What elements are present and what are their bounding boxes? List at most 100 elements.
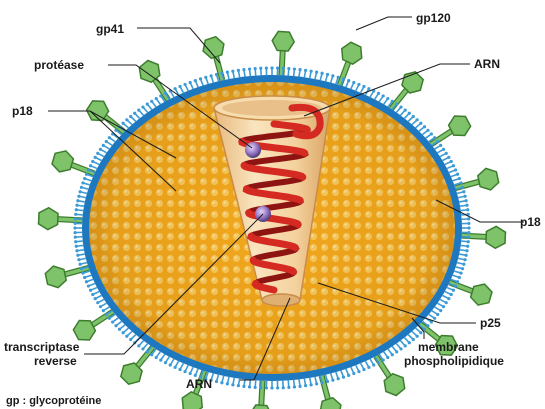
lipid-head (439, 309, 442, 312)
lipid-head (83, 177, 86, 180)
lipid-head (242, 385, 245, 388)
lipid-head (194, 79, 197, 82)
lipid-head (83, 276, 86, 279)
lipid-head (412, 338, 415, 341)
lipid-head (79, 263, 82, 266)
lipid-head (467, 231, 470, 234)
lipid-head (377, 92, 380, 95)
lipid-head (412, 115, 415, 118)
lipid-head (137, 344, 140, 347)
lipid-head (310, 70, 313, 73)
lipid-head (433, 317, 436, 320)
lipid-head (122, 122, 125, 125)
lipid-head (326, 73, 329, 76)
lipid-head (347, 374, 350, 377)
lipid-head (80, 267, 83, 270)
lipid-head (129, 115, 132, 118)
lipid-head (467, 226, 470, 229)
lipid-head (391, 353, 394, 356)
lipid-head (150, 100, 153, 103)
lipid-head (399, 105, 402, 108)
label-membrane-line2: phospholipidique (404, 354, 504, 368)
lipid-head (454, 284, 457, 287)
lipid-head (463, 195, 466, 198)
lipid-head (108, 136, 111, 139)
lipid-head (231, 383, 234, 386)
label-transcriptase-line2: reverse (34, 354, 77, 368)
lipid-head (91, 293, 94, 296)
label-membrane-line1: membrane (418, 340, 479, 354)
lipid-head (237, 69, 240, 72)
lipid-head (108, 317, 111, 320)
lipid-head (189, 81, 192, 84)
lipid-head (204, 76, 207, 79)
lipid-head (150, 353, 153, 356)
lipid-head (367, 366, 370, 369)
lipid-head (461, 267, 464, 270)
lipid-head (94, 297, 97, 300)
lipid-head (445, 301, 448, 304)
lipid-head (270, 386, 273, 389)
lipid-head (408, 341, 411, 344)
lipid-head (315, 71, 318, 74)
lipid-head (226, 71, 229, 74)
lipid-head (419, 122, 422, 125)
lipid-head (164, 92, 167, 95)
lipid-head (76, 254, 79, 257)
lipid-head (81, 181, 84, 184)
lipid-head (210, 74, 213, 77)
lipid-head (254, 67, 257, 70)
label-arn-bottom: ARN (186, 377, 212, 391)
lipid-head (85, 173, 88, 176)
lipid-head (265, 66, 268, 69)
label-protease: protéase (34, 58, 84, 72)
glycoprotein-spike-icon (376, 356, 405, 395)
lipid-head (320, 72, 323, 75)
lipid-head (122, 331, 125, 334)
lipid-head (76, 199, 79, 202)
label-p18-right: p18 (520, 215, 541, 229)
lipid-head (169, 363, 172, 366)
lipid-head (77, 258, 80, 261)
lipid-head (81, 271, 84, 274)
lipid-head (276, 386, 279, 389)
lipid-head (416, 335, 419, 338)
lipid-head (77, 195, 80, 198)
lipid-head (362, 368, 365, 371)
lipid-head (248, 67, 251, 70)
lipid-head (178, 368, 181, 371)
lipid-head (89, 164, 92, 167)
lipid-head (326, 380, 329, 383)
glycoprotein-spike-icon (139, 61, 168, 100)
lipid-head (189, 372, 192, 375)
lipid-head (254, 386, 257, 389)
lipid-head (342, 375, 345, 378)
label-p18-left: p18 (12, 104, 33, 118)
lipid-head (159, 94, 162, 97)
lipid-head (458, 177, 461, 180)
lipid-head (265, 386, 268, 389)
lipid-head (220, 72, 223, 75)
lipid-head (386, 97, 389, 100)
lipid-head (282, 386, 285, 389)
lipid-head (395, 103, 398, 106)
lipid-head (248, 385, 251, 388)
lipid-head (342, 77, 345, 80)
lipid-head (133, 112, 136, 115)
lipid-head (462, 263, 465, 266)
lipid-head (467, 217, 470, 220)
lipid-head (442, 305, 445, 308)
lipid-head (276, 66, 279, 69)
lipid-head (146, 103, 149, 106)
lipid-head (242, 68, 245, 71)
lipid-head (102, 309, 105, 312)
lipid-head (467, 236, 470, 239)
lipid-head (466, 245, 469, 248)
lipid-head (462, 190, 465, 193)
lipid-head (452, 289, 455, 292)
lipid-head (331, 74, 334, 77)
lipid-head (114, 324, 117, 327)
lipid-head (137, 109, 140, 112)
lipid-head (426, 129, 429, 132)
lipid-head (430, 132, 433, 135)
